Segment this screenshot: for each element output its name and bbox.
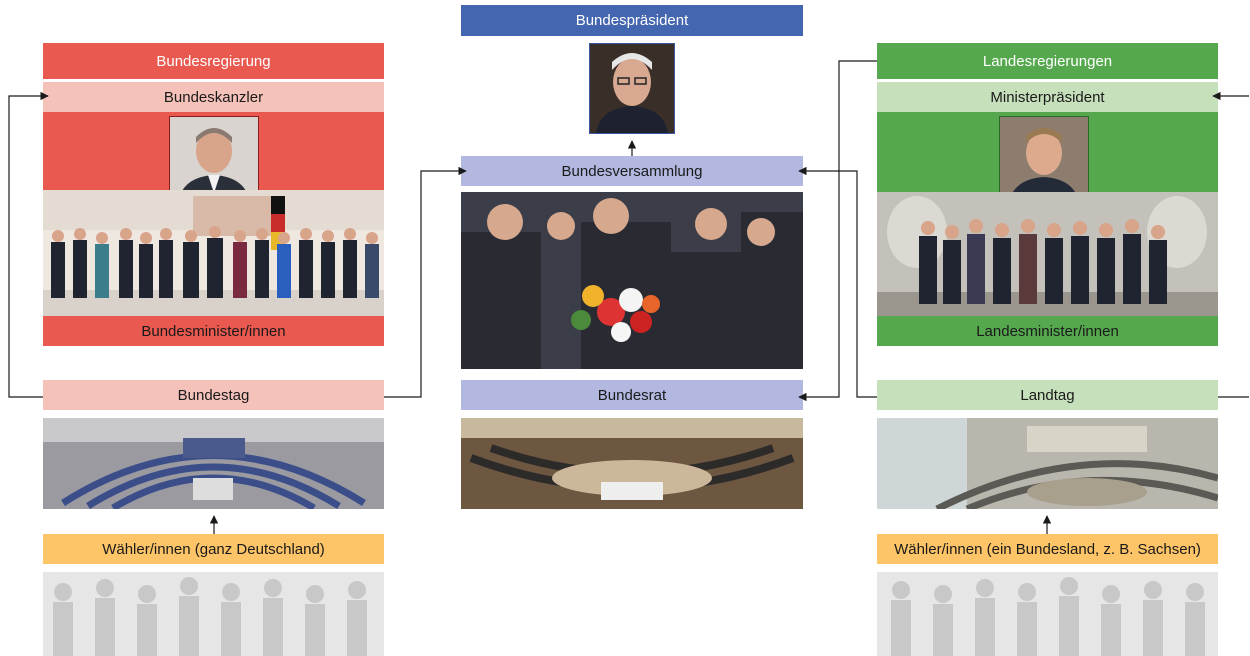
state-governments-header: Landesregierungen — [877, 43, 1218, 79]
federal-convention-photo — [461, 192, 803, 369]
arrow-landtag-to-premier — [1213, 96, 1249, 398]
bundestag-photo — [43, 418, 384, 509]
arrow-bundestag-to-assembly — [384, 166, 467, 398]
federal-voters-crowd — [43, 572, 384, 656]
state-cabinet-photo — [877, 192, 1218, 316]
state-voters-label: Wähler/innen (ein Bundesland, z. B. Sach… — [877, 534, 1218, 564]
chancellor-portrait — [169, 116, 259, 204]
state-voters-crowd — [877, 572, 1218, 656]
federal-government-panel: Bundesminister/innen — [43, 112, 384, 346]
federal-ministers-label: Bundesminister/innen — [141, 322, 286, 340]
arrow-state-gov-to-council — [798, 60, 877, 402]
state-ministers-label: Landesminister/innen — [976, 322, 1119, 340]
arrow-bundestag-to-chancellor — [8, 91, 49, 398]
federal-convention-label: Bundesversammlung — [461, 156, 803, 186]
president-portrait — [589, 43, 675, 134]
arrow-landtag-to-assembly — [798, 166, 877, 398]
federal-president-header: Bundespräsident — [461, 5, 803, 36]
landtag-photo — [877, 418, 1218, 509]
federal-government-header: Bundesregierung — [43, 43, 384, 79]
bundestag-label: Bundestag — [43, 380, 384, 410]
chancellor-label: Bundeskanzler — [43, 82, 384, 112]
federal-voters-label: Wähler/innen (ganz Deutschland) — [43, 534, 384, 564]
cabinet-group-photo — [43, 190, 384, 316]
federal-council-photo — [461, 418, 803, 509]
minister-president-label: Ministerpräsident — [877, 82, 1218, 112]
state-government-panel: Landesminister/innen — [877, 112, 1218, 346]
landtag-label: Landtag — [877, 380, 1218, 410]
federal-council-label: Bundesrat — [461, 380, 803, 410]
